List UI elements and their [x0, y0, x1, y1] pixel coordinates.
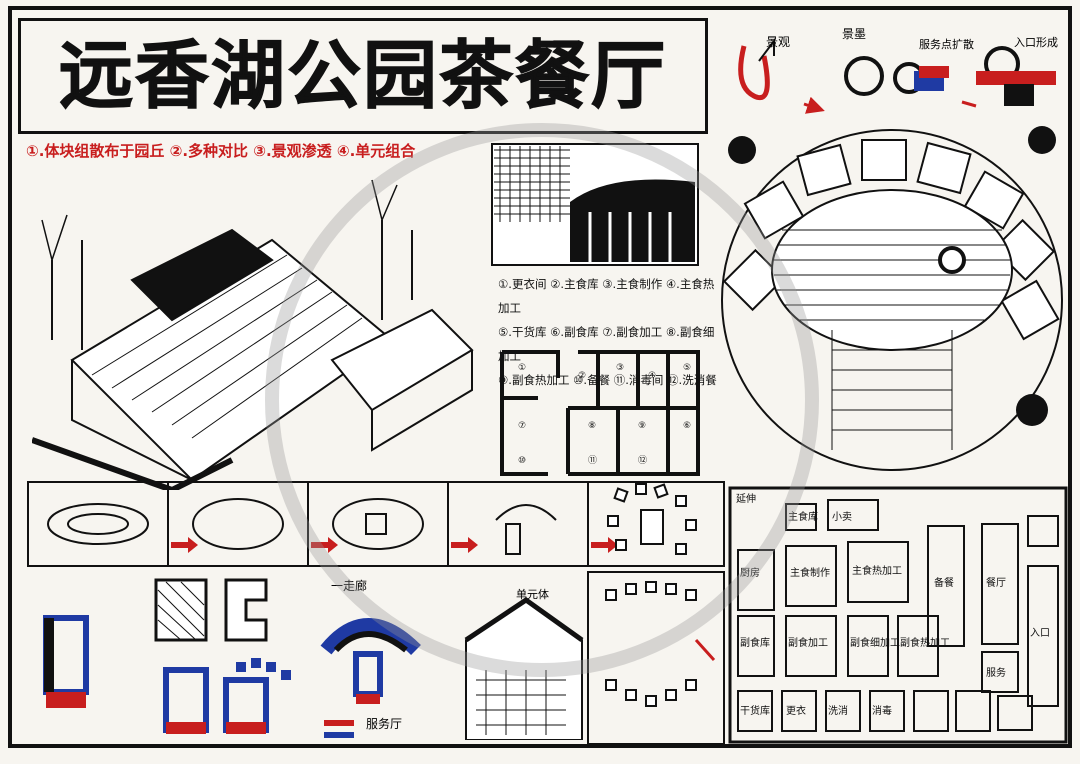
concept-diagram: 景观 景墨 服务点扩散 入口形成: [738, 27, 1058, 114]
design-strategy-subtitle: ①.体块组散布于园丘 ②.多种对比 ③.景观渗透 ④.单元组合: [26, 142, 416, 160]
function-bubble-diagram: 主食库 主食制作 主食热加工 备餐 副食库 副食加工 副食细加工 副食热加工 更…: [728, 486, 1068, 744]
plan-room-3: ③: [616, 363, 624, 373]
plan-room-4: ④: [648, 371, 656, 381]
bubble-label-2: 主食制作: [790, 566, 830, 579]
unit-arrangement-diagram: [587, 571, 725, 744]
bubble-label-3: 主食热加工: [852, 564, 902, 577]
transformation-sequence: [27, 481, 725, 567]
bubble-label-17: 服务: [986, 666, 1006, 679]
site-plan: [721, 126, 1063, 471]
concept-label-d: 入口形成: [1014, 36, 1058, 49]
concept-red-bar: [976, 71, 1056, 85]
bubble-label-11: 洗消: [828, 704, 848, 717]
bubble-label-14: 厨房: [740, 566, 760, 579]
plan-room-7: ⑦: [518, 421, 526, 431]
courtyard-void: [130, 228, 274, 322]
plan-room-8: ⑧: [588, 421, 596, 431]
bubble-label-7: 副食细加工: [850, 636, 900, 649]
interior-perspective: [491, 143, 699, 266]
plan-room-2: ②: [578, 371, 586, 381]
plan-room-1: ①: [518, 363, 526, 373]
form-evolution-diagrams: 一走廊 服务厅: [43, 578, 421, 738]
room-legend-line-3: ⑨.副食热加工 ⑩.备餐 ⑪.消毒间 ⑫.洗消餐: [498, 373, 717, 387]
concept-label-a: 景观: [766, 35, 790, 49]
room-legend-line-1: ①.更衣间 ②.主食库 ③.主食制作 ④.主食热加工: [498, 277, 715, 315]
bubble-label-9: 更衣: [786, 704, 806, 717]
title-box: 远香湖公园茶餐厅: [18, 18, 708, 134]
room-legend: ①.更衣间 ②.主食库 ③.主食制作 ④.主食热加工 ⑤.干货库 ⑥.副食库 ⑦…: [498, 272, 720, 392]
kitchen-floor-plan: ① ② ③ ④ ⑤ ⑥ ⑦ ⑧ ⑨ ⑩ ⑪ ⑫: [500, 350, 700, 476]
unit-label: 单元体: [516, 587, 549, 601]
bubble-label-6: 副食加工: [788, 636, 828, 649]
drawing-sheet: 远香湖公园茶餐厅 ①.体块组散布于园丘 ②.多种对比 ③.景观渗透 ④.单元组合…: [8, 6, 1072, 748]
extend-label: 延伸: [736, 493, 756, 505]
plan-room-9: ⑨: [638, 421, 646, 431]
bubble-label-10: 干货库: [740, 704, 770, 717]
bubble-label-15: 入口: [1030, 628, 1050, 639]
axonometric-sketch: [32, 179, 474, 490]
service-hall-label: 服务厅: [366, 716, 402, 731]
concept-label-c: 服务点扩散: [919, 37, 974, 51]
bubble-label-8: 副食热加工: [900, 636, 950, 649]
page-title: 远香湖公园茶餐厅: [59, 33, 667, 119]
bubble-label-5: 副食库: [740, 636, 770, 649]
corridor-label: 一走廊: [331, 578, 367, 593]
concept-curve: [738, 45, 770, 101]
bubble-label-4: 备餐: [934, 576, 954, 589]
bubble-label-1: 主食库: [788, 510, 818, 523]
unit-perspective: 单元体: [464, 587, 584, 740]
concept-label-b: 景墨: [842, 27, 866, 41]
bubble-label-13: 小卖: [832, 511, 852, 523]
plan-room-11: ⑪: [588, 455, 597, 466]
bubble-label-16: 餐厅: [986, 576, 1006, 589]
concept-ring-1: [844, 56, 884, 96]
bubble-label-12: 消毒: [872, 704, 892, 717]
plan-room-12: ⑫: [638, 455, 647, 466]
plan-room-5: ⑤: [683, 363, 691, 373]
plan-room-6: ⑥: [683, 421, 691, 431]
plan-room-10: ⑩: [518, 456, 526, 466]
